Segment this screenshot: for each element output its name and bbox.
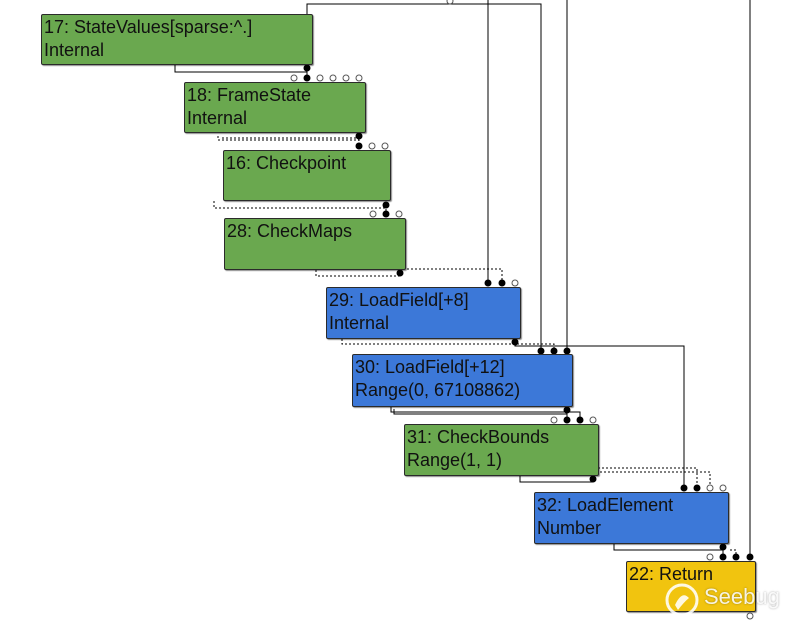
input-port-31-b[interactable] [576, 416, 584, 424]
input-port-22-a[interactable] [719, 553, 727, 561]
output-port-16[interactable] [382, 201, 390, 209]
input-port-16-a[interactable] [355, 142, 363, 150]
edge-32-to-22-a [613, 544, 723, 551]
edge-30-to-31-b [393, 409, 568, 420]
input-port-28-c[interactable] [395, 210, 403, 218]
output-port-28[interactable] [396, 269, 404, 277]
node-17-type: Internal [44, 40, 105, 60]
input-port-32-c[interactable] [706, 484, 714, 492]
node-30-title: 30: LoadField[+12] [355, 357, 505, 377]
node-32-type: Number [537, 518, 602, 538]
edge-top-port[interactable] [446, 0, 454, 5]
node-30-loadfield[interactable]: 30: LoadField[+12] Range(0, 67108862) [352, 354, 573, 407]
node-31-type: Range(1, 1) [407, 450, 503, 470]
input-port-32-b[interactable] [693, 484, 701, 492]
output-port-29[interactable] [511, 338, 519, 346]
edge-28-to-29-a [315, 270, 400, 277]
edge-31-to-32-a [519, 476, 593, 483]
input-port-22-d[interactable] [706, 553, 714, 561]
input-port-28-a[interactable] [382, 210, 390, 218]
edge-31-to-32-b [592, 467, 698, 488]
input-port-29-b[interactable] [498, 279, 506, 287]
input-port-31-d[interactable] [589, 416, 597, 424]
input-port-31-a[interactable] [563, 416, 571, 424]
node-18-title: 18: FrameState [187, 85, 312, 105]
node-29-loadfield[interactable]: 29: LoadField[+8] Internal [326, 287, 521, 339]
seebug-logo-icon [665, 583, 699, 617]
node-18-framestate[interactable]: 18: FrameState Internal [184, 82, 366, 133]
node-17-statevalues[interactable]: 17: StateValues[sparse:^.] Internal [41, 14, 313, 65]
input-port-32-d[interactable] [719, 484, 727, 492]
output-port-17[interactable] [303, 64, 311, 72]
edge-29-to-30 [341, 339, 555, 351]
node-28-checkmaps[interactable]: 28: CheckMaps [224, 218, 406, 270]
input-port-18-a[interactable] [303, 74, 311, 82]
node-32-loadelement[interactable]: 32: LoadElement Number [534, 492, 729, 544]
input-port-22-c[interactable] [746, 553, 754, 561]
output-port-18[interactable] [355, 132, 363, 140]
output-port-32[interactable] [719, 543, 727, 551]
input-port-29-a[interactable] [484, 279, 492, 287]
output-port-30[interactable] [563, 406, 571, 414]
watermark-text: Seebug [704, 584, 780, 609]
input-port-22-b[interactable] [732, 553, 740, 561]
input-port-18-c[interactable] [316, 74, 324, 82]
input-port-18-b[interactable] [290, 74, 298, 82]
input-port-31-c[interactable] [550, 416, 558, 424]
input-port-16-b[interactable] [368, 142, 376, 150]
node-31-title: 31: CheckBounds [407, 427, 550, 447]
node-22-title: 22: Return [629, 564, 714, 584]
node-30-type: Range(0, 67108862) [355, 380, 521, 400]
input-port-18-d[interactable] [329, 74, 337, 82]
edge-top-to-30-a [318, 3, 542, 351]
input-port-18-e[interactable] [342, 74, 350, 82]
input-port-29-c[interactable] [511, 279, 519, 287]
seebug-watermark: Seebug [660, 580, 800, 620]
node-31-checkbounds[interactable]: 31: CheckBounds Range(1, 1) [404, 424, 599, 476]
edge-30-to-31-a [390, 407, 581, 420]
node-16-checkpoint[interactable]: 16: Checkpoint [223, 150, 391, 201]
node-29-title: 29: LoadField[+8] [329, 290, 469, 310]
node-28-title: 28: CheckMaps [227, 221, 353, 241]
input-port-18-f[interactable] [355, 74, 363, 82]
edge-top-into-17 [306, 3, 318, 14]
edge-16-to-28 [213, 201, 387, 214]
input-port-28-b[interactable] [369, 210, 377, 218]
node-16-title: 16: Checkpoint [226, 153, 347, 173]
edge-31-to-32-c [600, 471, 711, 488]
node-32-title: 32: LoadElement [537, 495, 674, 515]
edge-28-to-29-b [399, 268, 503, 283]
node-29-type: Internal [329, 313, 390, 333]
input-port-32-a[interactable] [680, 484, 688, 492]
output-port-31[interactable] [589, 475, 597, 483]
node-18-type: Internal [187, 108, 248, 128]
edge-17-to-18 [174, 65, 308, 78]
input-port-16-c[interactable] [381, 142, 389, 150]
output-port-22[interactable] [746, 612, 754, 620]
node-17-title: 17: StateValues[sparse:^.] [44, 17, 253, 37]
